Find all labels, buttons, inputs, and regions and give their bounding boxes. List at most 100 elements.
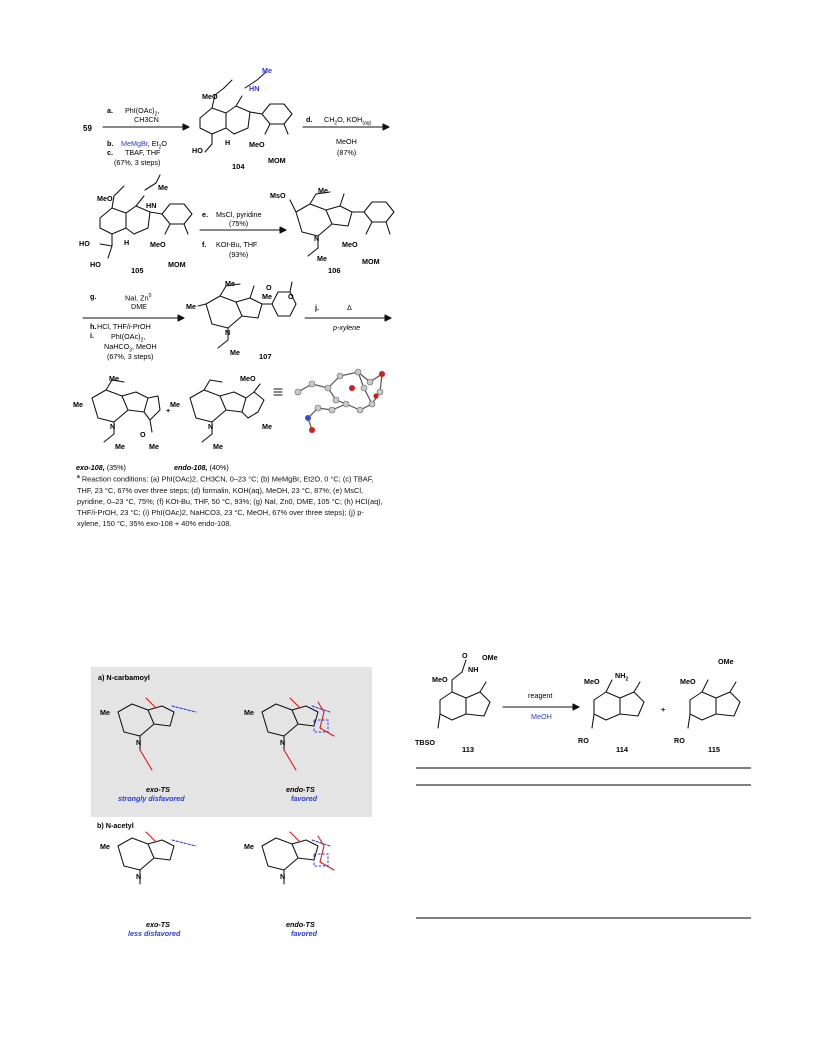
compound-59: 59 — [83, 124, 92, 133]
label-nh2-114: NH2 — [615, 671, 629, 683]
label-me-105: Me — [158, 183, 168, 192]
label-meo-exo: Me — [109, 374, 119, 383]
label-meo-105: MeO — [97, 194, 113, 203]
step-j-letter: j. — [315, 303, 319, 312]
step-a-solvent: CH3CN — [134, 115, 159, 124]
reagent-label: reagent — [528, 691, 553, 700]
step-a-reagents: PhI(OAc)2, — [125, 106, 160, 118]
label-ro-114: RO — [578, 736, 589, 745]
ts-a-exo-note: strongly disfavored — [118, 794, 185, 803]
label-n-exo: N — [110, 422, 116, 431]
label-ome-115: OMe — [718, 657, 734, 666]
reaction-conditions-footnote: a Reaction conditions: (a) PhI(OAc)2, CH… — [77, 474, 383, 529]
label-mom-105: MOM — [168, 260, 186, 269]
ts-a-exo-me: Me — [100, 708, 110, 717]
label-h-105: H — [124, 238, 130, 247]
step-g-solvent: DME — [131, 302, 147, 311]
step-i-reagents2: NaHCO3, MeOH — [104, 342, 157, 354]
ts-a-exo-n: N — [136, 738, 142, 747]
label-hn-104: HN — [249, 84, 260, 93]
compound-113: 113 — [462, 745, 475, 754]
label-me3-exo: Me — [115, 442, 125, 451]
panel-a-title: a) N-carbamoyl — [98, 673, 150, 682]
label-me-107: Me — [225, 279, 235, 288]
label-meo2-105: MeO — [150, 240, 166, 249]
label-ome-113: O — [462, 651, 468, 660]
step2-yield: (87%) — [337, 148, 357, 157]
label-omeo-107: O — [266, 283, 272, 292]
compound-105: 105 — [131, 266, 144, 275]
label-me-exo: Me — [73, 400, 83, 409]
label-plus-108: + — [166, 406, 171, 415]
step-d-reagents: CH2O, KOH(aq) — [324, 115, 372, 127]
label-mso-106: MsO — [270, 191, 286, 200]
label-hn-105: HN — [146, 201, 157, 210]
reagent-solvent: MeOH — [531, 712, 552, 721]
endo-108-label: endo-108, (40%) — [174, 463, 229, 472]
step-d-solvent: MeOH — [336, 137, 357, 146]
label-ome2-exo: Me — [149, 442, 159, 451]
label-n-endo: N — [208, 422, 214, 431]
label-h-104: H — [225, 138, 231, 147]
label-me3-107: Me — [230, 348, 240, 357]
compound-107: 107 — [259, 352, 272, 361]
step-f-yield: (93%) — [229, 250, 249, 259]
crystal-structure — [294, 368, 385, 433]
step-e-reagents: MsCl, pyridine — [216, 210, 262, 219]
ts-b-exo-note: less disfavored — [128, 929, 181, 938]
label-meo-114: MeO — [584, 677, 600, 686]
step-e-letter: e. — [202, 210, 208, 219]
plus-114-115: + — [661, 705, 666, 714]
step-d-letter: d. — [306, 115, 313, 124]
compound-106: 106 — [328, 266, 341, 275]
compound-115: 115 — [708, 745, 721, 754]
label-ome-text-113: OMe — [482, 653, 498, 662]
label-ome-exo: O — [140, 430, 146, 439]
step-i-reagents: PhI(OAc)2, — [111, 332, 146, 344]
ts-a-endo-label: endo-TS — [286, 785, 315, 794]
label-meo-106: MeO — [342, 240, 358, 249]
label-me-endo: Me — [170, 400, 180, 409]
label-me-106: Me — [318, 186, 328, 195]
exo-108-label: exo-108, (35%) — [76, 463, 126, 472]
ts-b-endo-note: favored — [291, 929, 317, 938]
label-n-106: N — [314, 234, 320, 243]
step4-yield: (67%, 3 steps) — [107, 352, 154, 361]
label-n-107: N — [225, 328, 231, 337]
ts-a-endo-me: Me — [244, 708, 254, 717]
label-ho-105: HO — [79, 239, 90, 248]
step-g-letter: g. — [90, 292, 97, 301]
label-o-107: O — [288, 292, 294, 301]
step1-yield: (67%, 3 steps) — [114, 158, 161, 167]
ts-b-exo-n: N — [136, 872, 142, 881]
label-meo2-104: MeO — [249, 140, 265, 149]
ts-b-endo-me: Me — [244, 842, 254, 851]
label-meo-115: MeO — [680, 677, 696, 686]
label-nh-113: NH — [468, 665, 479, 674]
label-mom-106: MOM — [362, 257, 380, 266]
step-b-letter: b. — [107, 139, 114, 148]
label-ome-107: Me — [262, 292, 272, 301]
ts-a-endo-note: favored — [291, 794, 317, 803]
label-meo-endo: MeO — [240, 374, 256, 383]
ts-b-endo-label: endo-TS — [286, 920, 315, 929]
step-i-letter: i. — [90, 331, 94, 340]
label-me2-106: Me — [317, 254, 327, 263]
step-f-letter: f. — [202, 240, 207, 249]
label-tbso-113: TBSO — [415, 738, 435, 747]
ts-b-exo-me: Me — [100, 842, 110, 851]
label-mom-104: MOM — [268, 156, 286, 165]
step-h-letter: h. — [90, 322, 97, 331]
table-rules — [416, 767, 751, 919]
ts-a-exo-label: exo-TS — [146, 785, 170, 794]
label-me-104: Me — [262, 66, 272, 75]
label-me2-107: Me — [186, 302, 196, 311]
step-b-reagents: MeMgBr, Et2O — [121, 139, 167, 151]
